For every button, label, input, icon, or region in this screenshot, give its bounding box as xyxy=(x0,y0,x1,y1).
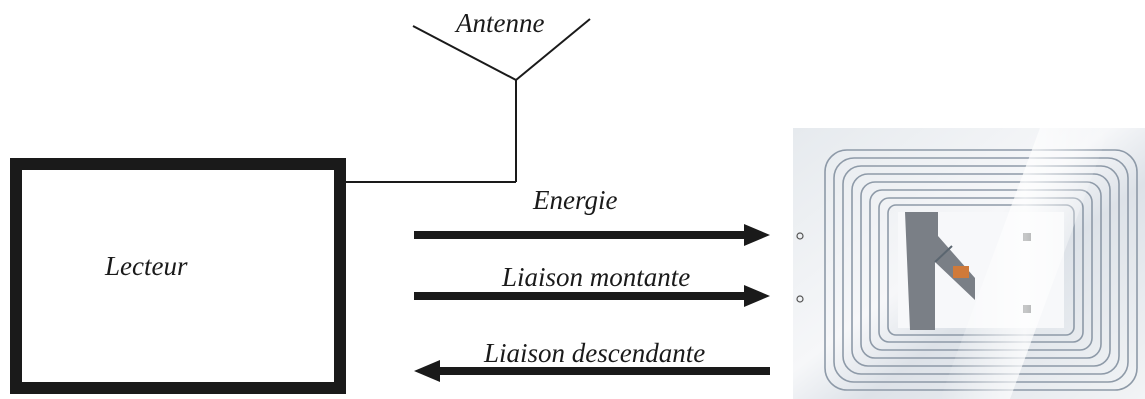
reader-label: Lecteur xyxy=(105,251,188,281)
rfid-tag-image xyxy=(793,128,1145,399)
downlink-arrow xyxy=(414,360,770,382)
reader-box xyxy=(10,158,346,394)
energy-arrow xyxy=(414,224,770,246)
energy-label: Energie xyxy=(533,185,618,215)
uplink-arrow xyxy=(414,285,770,307)
antenna-label: Antenne xyxy=(456,8,545,38)
tag-chip xyxy=(905,212,975,330)
uplink-label: Liaison montante xyxy=(502,262,691,292)
antenna xyxy=(345,18,591,183)
downlink-label: Liaison descendante xyxy=(484,338,706,368)
